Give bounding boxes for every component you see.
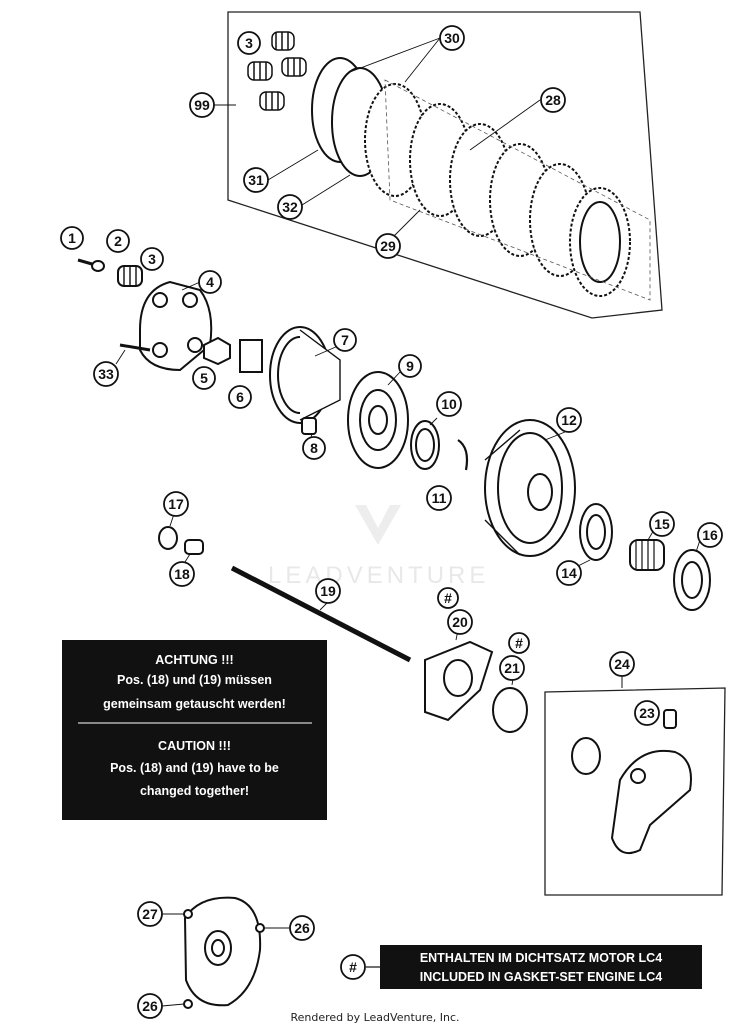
- callout-19: 19: [315, 578, 341, 604]
- callout-23: 23: [634, 700, 660, 726]
- notice-de-line1: Pos. (18) und (19) müssen: [117, 673, 272, 687]
- svg-text:3: 3: [245, 35, 253, 51]
- svg-text:16: 16: [702, 527, 718, 543]
- svg-text:31: 31: [248, 172, 264, 188]
- callout-21: 21: [499, 655, 525, 681]
- notice-en-line2: changed together!: [140, 784, 249, 798]
- kit-springs: [247, 31, 307, 111]
- svg-text:3: 3: [148, 251, 156, 267]
- caution-notice: ACHTUNG !!! Pos. (18) und (19) müssen ge…: [62, 640, 327, 820]
- svg-text:12: 12: [561, 412, 577, 428]
- callout-31: 31: [243, 167, 269, 193]
- callout-99: 99: [189, 92, 215, 118]
- clutch-cover-part: [183, 896, 265, 1009]
- svg-text:28: 28: [545, 92, 561, 108]
- callout-17: 17: [163, 491, 189, 517]
- callout-20: 20: [447, 609, 473, 635]
- notice-en-title: CAUTION !!!: [158, 739, 231, 753]
- watermark-text: LEADVENTURE: [268, 562, 489, 589]
- svg-text:19: 19: [320, 583, 336, 599]
- svg-text:32: 32: [282, 199, 298, 215]
- svg-text:18: 18: [174, 566, 190, 582]
- clutch-plate-kit-box: [214, 11, 663, 319]
- callout-28: 28: [540, 87, 566, 113]
- gasket-set-legend: # ENTHALTEN IM DICHTSATZ MOTOR LC4 INCLU…: [340, 945, 702, 989]
- callout-10: 10: [436, 391, 462, 417]
- callout-4: 4: [198, 270, 222, 294]
- notice-en-line1: Pos. (18) and (19) have to be: [110, 761, 279, 775]
- svg-text:27: 27: [142, 906, 158, 922]
- notice-de-line2: gemeinsam getauscht werden!: [103, 697, 286, 711]
- svg-text:14: 14: [561, 565, 577, 581]
- legend-hash: #: [349, 959, 357, 975]
- svg-text:#: #: [515, 635, 523, 651]
- footer-credit: Rendered by LeadVenture, Inc.: [290, 1011, 460, 1024]
- callout-8: 8: [302, 436, 326, 460]
- callout-5: 5: [192, 366, 216, 390]
- callout-hash-21: #: [508, 632, 530, 654]
- callout-18: 18: [169, 561, 195, 587]
- callout-11: 11: [426, 485, 452, 511]
- svg-text:8: 8: [310, 440, 318, 456]
- svg-text:99: 99: [194, 97, 210, 113]
- svg-text:26: 26: [142, 998, 158, 1014]
- svg-text:11: 11: [432, 490, 447, 506]
- callout-3a: 3: [237, 31, 261, 55]
- svg-text:1: 1: [68, 230, 76, 246]
- watermark: LEADVENTURE: [268, 505, 489, 589]
- plate-stack: [311, 57, 631, 297]
- callout-hash-20: #: [437, 587, 459, 609]
- callout-30: 30: [439, 25, 465, 51]
- callout-15: 15: [649, 511, 675, 537]
- callouts: 3 30 99 28 31 32 29 1 2 3 4 33 5 6 7 9 8…: [60, 25, 723, 1019]
- svg-text:26: 26: [294, 920, 310, 936]
- callout-32: 32: [277, 194, 303, 220]
- clutch-parts: [77, 258, 711, 733]
- callout-27: 27: [137, 901, 163, 927]
- svg-text:23: 23: [639, 705, 655, 721]
- callout-14: 14: [556, 560, 582, 586]
- callout-26a: 26: [289, 915, 315, 941]
- callout-26b: 26: [137, 993, 163, 1019]
- callout-6: 6: [228, 385, 252, 409]
- legend-line1: ENTHALTEN IM DICHTSATZ MOTOR LC4: [420, 951, 662, 965]
- svg-text:29: 29: [380, 238, 396, 254]
- callout-2: 2: [106, 229, 130, 253]
- svg-text:9: 9: [406, 358, 414, 374]
- svg-text:4: 4: [206, 274, 214, 290]
- rocker-assembly-box: [544, 676, 726, 896]
- legend-line2: INCLUDED IN GASKET-SET ENGINE LC4: [420, 970, 662, 984]
- svg-text:5: 5: [200, 370, 208, 386]
- callout-1: 1: [60, 226, 84, 250]
- notice-de-title: ACHTUNG !!!: [155, 653, 233, 667]
- svg-text:21: 21: [504, 660, 520, 676]
- callout-24: 24: [609, 651, 635, 677]
- svg-text:7: 7: [341, 332, 349, 348]
- callout-16: 16: [697, 522, 723, 548]
- svg-text:2: 2: [114, 233, 122, 249]
- svg-text:15: 15: [654, 516, 670, 532]
- svg-text:10: 10: [441, 396, 457, 412]
- callout-33: 33: [93, 361, 119, 387]
- svg-text:#: #: [444, 590, 452, 606]
- svg-text:6: 6: [236, 389, 244, 405]
- svg-text:24: 24: [614, 656, 630, 672]
- callout-29: 29: [375, 233, 401, 259]
- callout-9: 9: [398, 354, 422, 378]
- callout-7: 7: [333, 328, 357, 352]
- callout-3b: 3: [140, 247, 164, 271]
- svg-text:17: 17: [168, 496, 184, 512]
- svg-text:33: 33: [98, 366, 114, 382]
- callout-12: 12: [556, 407, 582, 433]
- svg-text:30: 30: [444, 30, 460, 46]
- svg-text:20: 20: [452, 614, 468, 630]
